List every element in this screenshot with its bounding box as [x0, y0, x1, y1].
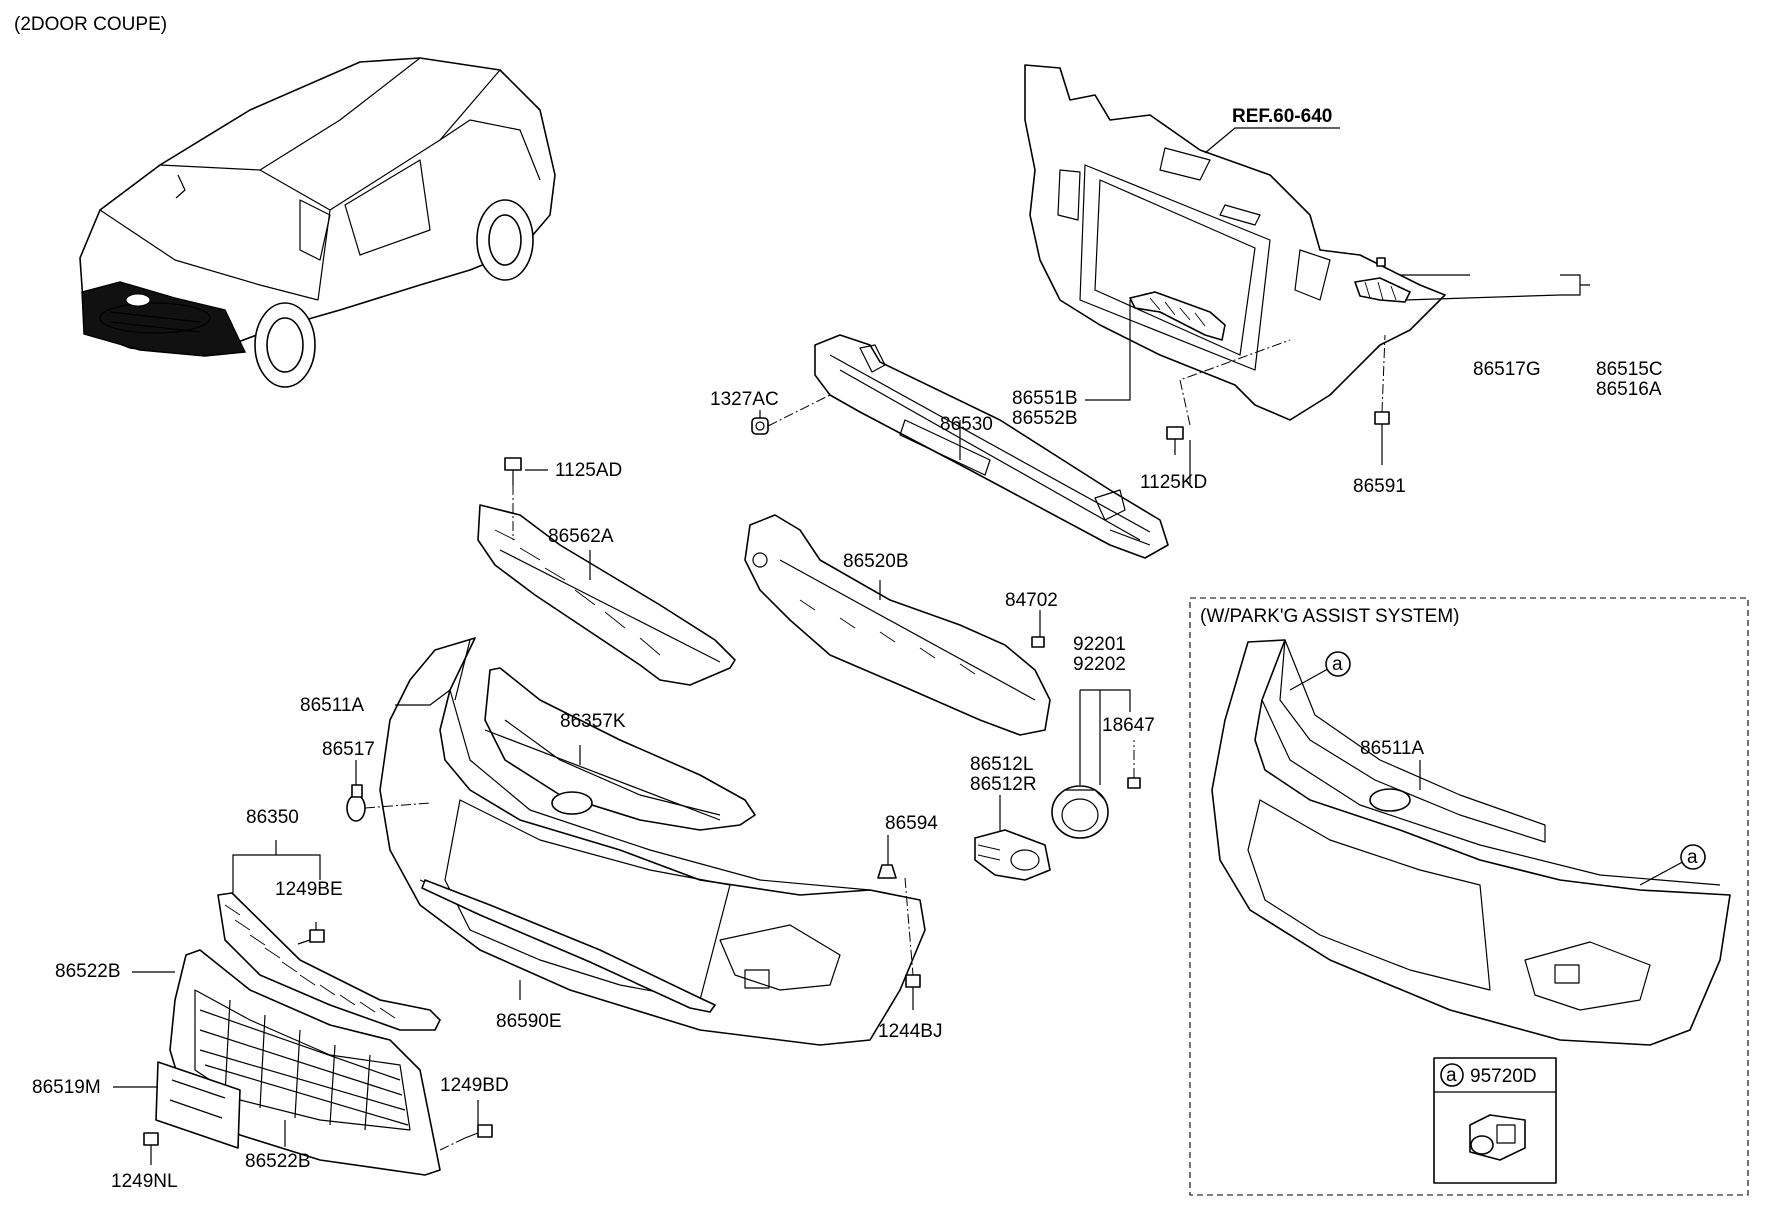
bulb-18647	[1127, 777, 1141, 789]
grille-insert	[217, 892, 441, 1031]
label-86522b-top: 86522B	[55, 961, 121, 982]
upper-grille	[484, 667, 756, 831]
label-84702: 84702	[1005, 590, 1058, 611]
bolt-1249be	[297, 929, 325, 945]
nut-1327ac	[751, 417, 769, 435]
label-1249bd: 1249BD	[440, 1075, 509, 1096]
label-86511a: 86511A	[300, 695, 364, 716]
license-bracket	[155, 1061, 241, 1149]
label-86519m: 86519M	[32, 1077, 101, 1098]
label-86590e: 86590E	[496, 1011, 562, 1032]
label-86594: 86594	[885, 813, 938, 834]
label-1327ac: 1327AC	[710, 389, 779, 410]
clip-86594	[877, 864, 897, 879]
label-86357k: 86357K	[560, 711, 626, 732]
bolt-86591	[1374, 411, 1390, 445]
ref-leader	[1204, 127, 1340, 154]
lower-molding	[421, 879, 716, 1013]
callout-upper: a	[1332, 654, 1343, 675]
bolt-1244bj	[905, 974, 921, 1000]
ref-label: REF.60-640	[1232, 106, 1332, 127]
grille-support	[477, 504, 736, 686]
side-bracket	[1354, 257, 1411, 303]
fog-lamp-cover	[974, 829, 1051, 881]
label-86522b-bottom: 86522B	[245, 1151, 311, 1172]
label-86552b: 86552B	[1012, 408, 1078, 429]
bolt-1125kd	[1166, 426, 1184, 455]
legend-marker: a	[1446, 1065, 1457, 1086]
label-86562a: 86562A	[548, 526, 614, 547]
parking-sensor	[1469, 1114, 1526, 1161]
label-86515c: 86515C	[1596, 359, 1663, 380]
park-assist-inset: (W/PARK'G ASSIST SYSTEM) a a 86511A a 95…	[1189, 597, 1749, 1196]
bolt-1249nl	[143, 1132, 159, 1160]
label-1125ad: 1125AD	[555, 460, 622, 481]
clip-84702	[1031, 636, 1045, 648]
label-86530: 86530	[940, 414, 993, 435]
fog-lamp	[1051, 785, 1109, 839]
label-86511a-inset: 86511A	[1360, 738, 1424, 759]
label-1244bj: 1244BJ	[878, 1021, 942, 1042]
label-92201: 92201	[1073, 634, 1126, 655]
clip-86517	[346, 784, 366, 822]
legend-part: 95720D	[1470, 1066, 1537, 1087]
label-86512r: 86512R	[970, 774, 1037, 795]
label-1249nl: 1249NL	[111, 1171, 178, 1192]
label-86520b: 86520B	[843, 551, 909, 572]
leader-lines	[113, 274, 1590, 1165]
energy-absorber	[744, 514, 1051, 736]
label-86551b: 86551B	[1012, 388, 1078, 409]
car-illustration	[79, 57, 556, 388]
bolt-1249bd	[464, 1124, 493, 1139]
label-86512l: 86512L	[970, 754, 1033, 775]
callout-lower: a	[1687, 847, 1698, 868]
bracket-86551b	[1129, 291, 1226, 341]
label-18647: 18647	[1102, 715, 1155, 736]
label-86517g: 86517G	[1473, 359, 1541, 380]
label-86350: 86350	[246, 807, 299, 828]
label-1125kd: 1125KD	[1140, 472, 1207, 493]
variant-label: (2DOOR COUPE)	[14, 14, 167, 35]
label-86517: 86517	[322, 739, 375, 760]
label-86516a: 86516A	[1596, 379, 1662, 400]
bumper-beam	[814, 334, 1169, 559]
inset-bumper-cover	[1211, 639, 1731, 1046]
label-86591: 86591	[1353, 476, 1406, 497]
label-1249be: 1249BE	[275, 879, 343, 900]
bolt-1125ad	[504, 457, 522, 485]
label-92202: 92202	[1073, 654, 1126, 675]
inset-title: (W/PARK'G ASSIST SYSTEM)	[1200, 606, 1459, 627]
